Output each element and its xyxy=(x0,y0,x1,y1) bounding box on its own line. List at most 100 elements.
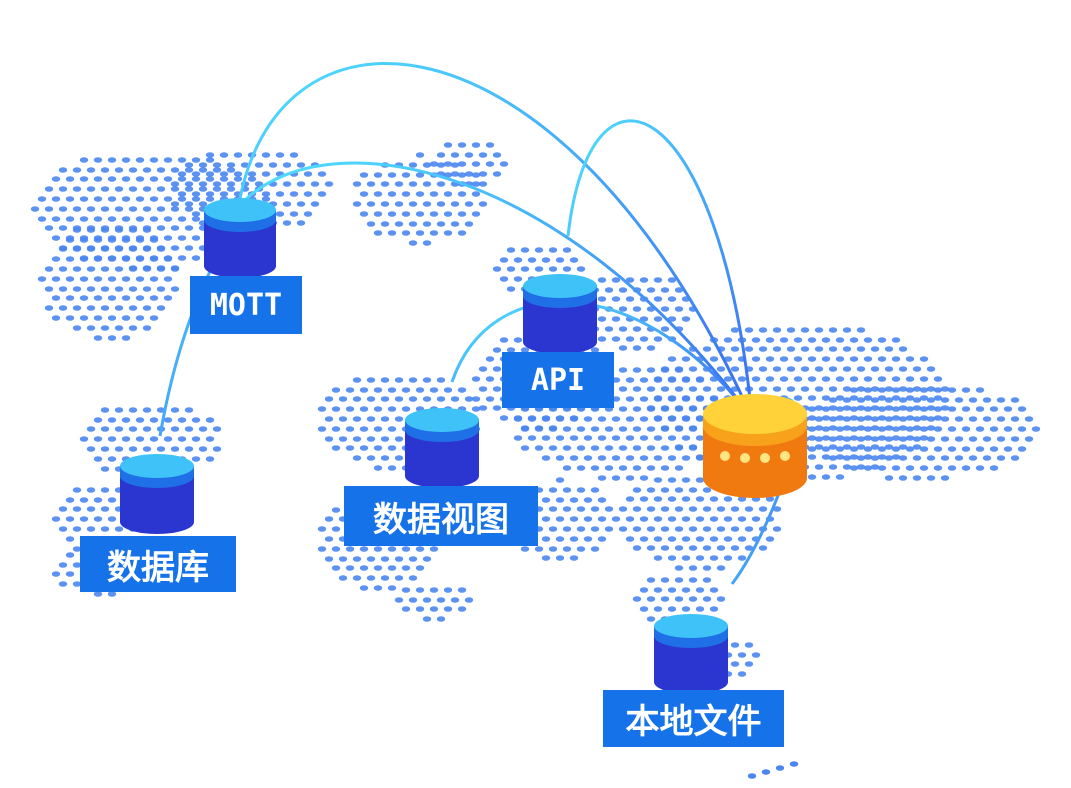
map-dot xyxy=(121,256,131,262)
map-dot xyxy=(793,337,803,343)
map-dot xyxy=(219,171,229,177)
map-dot xyxy=(597,497,607,503)
map-dot xyxy=(821,435,831,441)
map-dot xyxy=(58,186,68,192)
map-dot xyxy=(471,172,481,178)
map-dot xyxy=(632,545,642,551)
map-dot xyxy=(394,556,404,562)
map-dot xyxy=(828,366,838,372)
map-dot xyxy=(478,386,488,392)
map-dot xyxy=(114,246,124,252)
map-dot xyxy=(219,176,229,182)
arc-mqtt-hub-2 xyxy=(243,161,754,419)
map-dot xyxy=(842,455,852,461)
map-dot xyxy=(912,455,922,461)
map-dot xyxy=(688,526,698,532)
map-dot xyxy=(450,597,460,603)
map-dot xyxy=(310,181,320,187)
map-dot xyxy=(555,435,565,441)
map-dot xyxy=(471,406,481,412)
map-dot xyxy=(156,167,166,173)
map-dot xyxy=(646,445,656,451)
map-dot xyxy=(618,367,628,373)
map-dot xyxy=(492,405,502,411)
map-dot xyxy=(100,227,110,233)
map-dot xyxy=(597,455,607,461)
map-dot xyxy=(674,577,684,583)
map-dot xyxy=(597,536,607,542)
map-dot xyxy=(436,152,446,158)
map-dot xyxy=(359,585,369,591)
map-dot xyxy=(849,415,859,421)
database-label: 数据库 xyxy=(80,536,236,592)
map-dot xyxy=(191,216,201,222)
map-dot xyxy=(632,345,642,351)
map-dot xyxy=(359,191,369,197)
map-dot xyxy=(702,346,712,352)
map-dot xyxy=(457,211,467,217)
map-dot xyxy=(261,196,271,202)
map-dot xyxy=(968,397,978,403)
map-dot xyxy=(821,415,831,421)
map-dot xyxy=(457,161,467,167)
map-dot xyxy=(79,157,89,163)
map-dot xyxy=(611,296,621,302)
map-dot xyxy=(653,316,663,322)
map-dot xyxy=(65,216,75,222)
map-dot xyxy=(583,516,593,522)
map-dot xyxy=(775,765,785,771)
map-dot xyxy=(548,426,558,432)
map-dot xyxy=(660,366,670,372)
map-dot xyxy=(450,396,460,402)
map-dot xyxy=(51,276,61,282)
map-dot xyxy=(93,216,103,222)
map-dot xyxy=(737,496,747,502)
map-dot xyxy=(709,587,719,593)
map-dot xyxy=(100,466,110,472)
map-dot xyxy=(996,436,1006,442)
map-dot xyxy=(506,286,516,292)
map-dot xyxy=(408,597,418,603)
map-dot xyxy=(989,465,999,471)
map-dot xyxy=(429,606,439,612)
map-dot xyxy=(807,474,817,480)
map-dot xyxy=(681,415,691,421)
map-dot xyxy=(660,545,670,551)
map-dot xyxy=(583,497,593,503)
map-dot xyxy=(870,436,880,442)
map-dot xyxy=(485,396,495,402)
map-dot xyxy=(408,575,418,581)
map-dot xyxy=(842,346,852,352)
map-dot xyxy=(975,406,985,412)
map-dot xyxy=(135,196,145,202)
map-dot xyxy=(548,546,558,552)
map-dot xyxy=(786,386,796,392)
map-dot xyxy=(933,395,943,401)
map-dot xyxy=(373,585,383,591)
map-dot xyxy=(506,247,516,253)
map-dot xyxy=(107,237,117,243)
node-icons xyxy=(120,198,807,694)
map-dot xyxy=(1017,406,1027,412)
map-dot xyxy=(674,386,684,392)
map-dot xyxy=(758,386,768,392)
map-dot xyxy=(646,386,656,392)
map-dot xyxy=(114,286,124,292)
map-dot xyxy=(149,276,159,282)
map-dot xyxy=(653,395,663,401)
map-dot xyxy=(618,306,628,312)
map-dot xyxy=(401,546,411,552)
map-dot xyxy=(534,546,544,552)
map-dot xyxy=(282,181,292,187)
map-dot xyxy=(828,455,838,461)
map-dot xyxy=(51,256,61,262)
map-dot xyxy=(807,446,817,452)
map-dot xyxy=(842,416,852,422)
map-dot xyxy=(772,346,782,352)
map-dot xyxy=(646,506,656,512)
map-dot xyxy=(65,536,75,542)
hub-top xyxy=(703,394,807,434)
map-dot xyxy=(135,276,145,282)
map-dot xyxy=(842,366,852,372)
map-dot xyxy=(856,464,866,470)
